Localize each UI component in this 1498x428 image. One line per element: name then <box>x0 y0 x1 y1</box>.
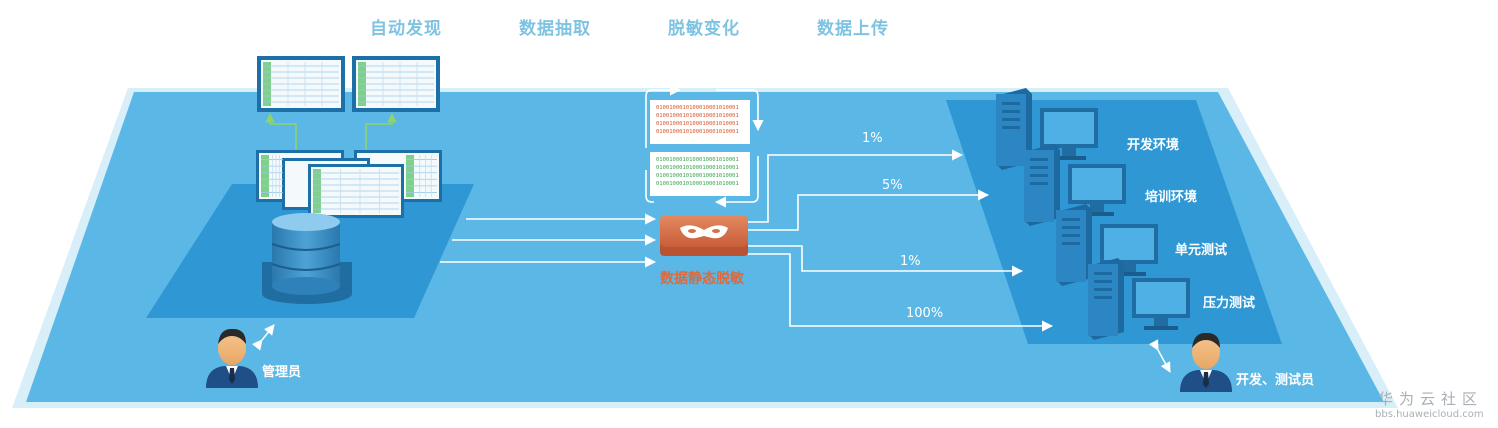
binary-row: 0100100010100010001010001 <box>656 181 739 187</box>
stage-label-masking: 脱敏变化 <box>668 19 740 39</box>
env-label-dev: 开发环境 <box>1127 138 1180 153</box>
tower-bay <box>1062 226 1080 229</box>
tower-front <box>1088 264 1118 336</box>
admin-label: 管理员 <box>262 365 302 380</box>
masking-engine <box>660 215 748 256</box>
tower-bay <box>1002 126 1020 129</box>
table-key-column <box>261 155 269 197</box>
monitor-stand <box>1122 264 1136 272</box>
binary-row: 0100100010100010001010001 <box>656 129 739 135</box>
admin-person-icon <box>206 328 258 388</box>
computer-icon <box>1056 204 1158 286</box>
person-link-arrows <box>251 324 1171 373</box>
binary-row: 0100100010100010001010001 <box>656 165 739 171</box>
flow-percent-stress: 100% <box>906 306 944 321</box>
tower-bay <box>1094 288 1112 291</box>
monitor-stand <box>1062 148 1076 156</box>
stage-label-extraction: 数据抽取 <box>519 19 591 39</box>
tower-bay <box>1062 234 1080 237</box>
monitor-base <box>1144 326 1178 330</box>
tower-bay <box>1030 174 1048 177</box>
binary-row: 0100100010100010001010001 <box>656 121 739 127</box>
extraction-arrows <box>440 213 657 268</box>
binary-row: 0100100010100010001010001 <box>656 105 739 111</box>
stacked-table-lines <box>261 155 437 213</box>
binary-row: 0100100010100010001010001 <box>656 173 739 179</box>
env-label-stress: 压力测试 <box>1203 296 1256 311</box>
env-label-unit: 单元测试 <box>1175 243 1228 258</box>
tower-front <box>996 94 1026 166</box>
environment-computers <box>996 88 1190 340</box>
tower-bay <box>1030 182 1048 185</box>
computer-icon <box>1088 258 1190 340</box>
tower-bay <box>1002 102 1020 105</box>
monitor-screen <box>1072 168 1122 200</box>
binary-row: 0100100010100010001010001 <box>656 113 739 119</box>
binary-row: 0100100010100010001010001 <box>656 157 739 163</box>
developer-person-icon <box>1180 332 1232 392</box>
tower-bay <box>1030 166 1048 169</box>
stage-label-upload: 数据上传 <box>817 19 889 39</box>
tower-front <box>1056 210 1086 282</box>
watermark-url: bbs.huaweicloud.com <box>1375 409 1484 420</box>
monitor-screen <box>1104 228 1154 260</box>
env-label-training: 培训环境 <box>1145 190 1198 205</box>
masking-cards <box>650 100 750 196</box>
table-grid-lines <box>263 62 434 106</box>
monitor-base <box>1052 156 1086 160</box>
stage-label-discovery: 自动发现 <box>370 19 442 39</box>
monitor-screen <box>1136 282 1186 314</box>
flow-percent-dev: 1% <box>862 131 883 146</box>
tower-bay <box>1094 296 1112 299</box>
distribution-arrows <box>748 149 1054 332</box>
tower-bay <box>1062 242 1080 245</box>
flow-percent-training: 5% <box>882 178 903 193</box>
monitor-stand <box>1090 204 1104 212</box>
watermark-name: 华为云社区 <box>1378 390 1484 408</box>
cycle-arrows <box>645 84 764 208</box>
developer-label: 开发、测试员 <box>1236 373 1315 388</box>
tower-bay <box>1002 110 1020 113</box>
monitor-screen <box>1044 112 1094 144</box>
tower-bay <box>1094 272 1112 275</box>
engine-label: 数据静态脱敏 <box>660 271 744 287</box>
monitor-stand <box>1154 318 1168 326</box>
computer-icon <box>996 88 1098 170</box>
mask-icon <box>680 225 728 239</box>
monitor-base <box>1112 272 1146 276</box>
database-icon <box>262 213 352 304</box>
table-key-column <box>406 155 414 197</box>
tower-bay <box>1094 280 1112 283</box>
monitor-base <box>1080 212 1114 216</box>
computer-icon <box>1024 144 1126 226</box>
tower-bay <box>1030 158 1048 161</box>
tower-front <box>1024 150 1054 222</box>
flow-percent-unit: 1% <box>900 254 921 269</box>
tower-bay <box>1062 218 1080 221</box>
tower-bay <box>1002 118 1020 121</box>
